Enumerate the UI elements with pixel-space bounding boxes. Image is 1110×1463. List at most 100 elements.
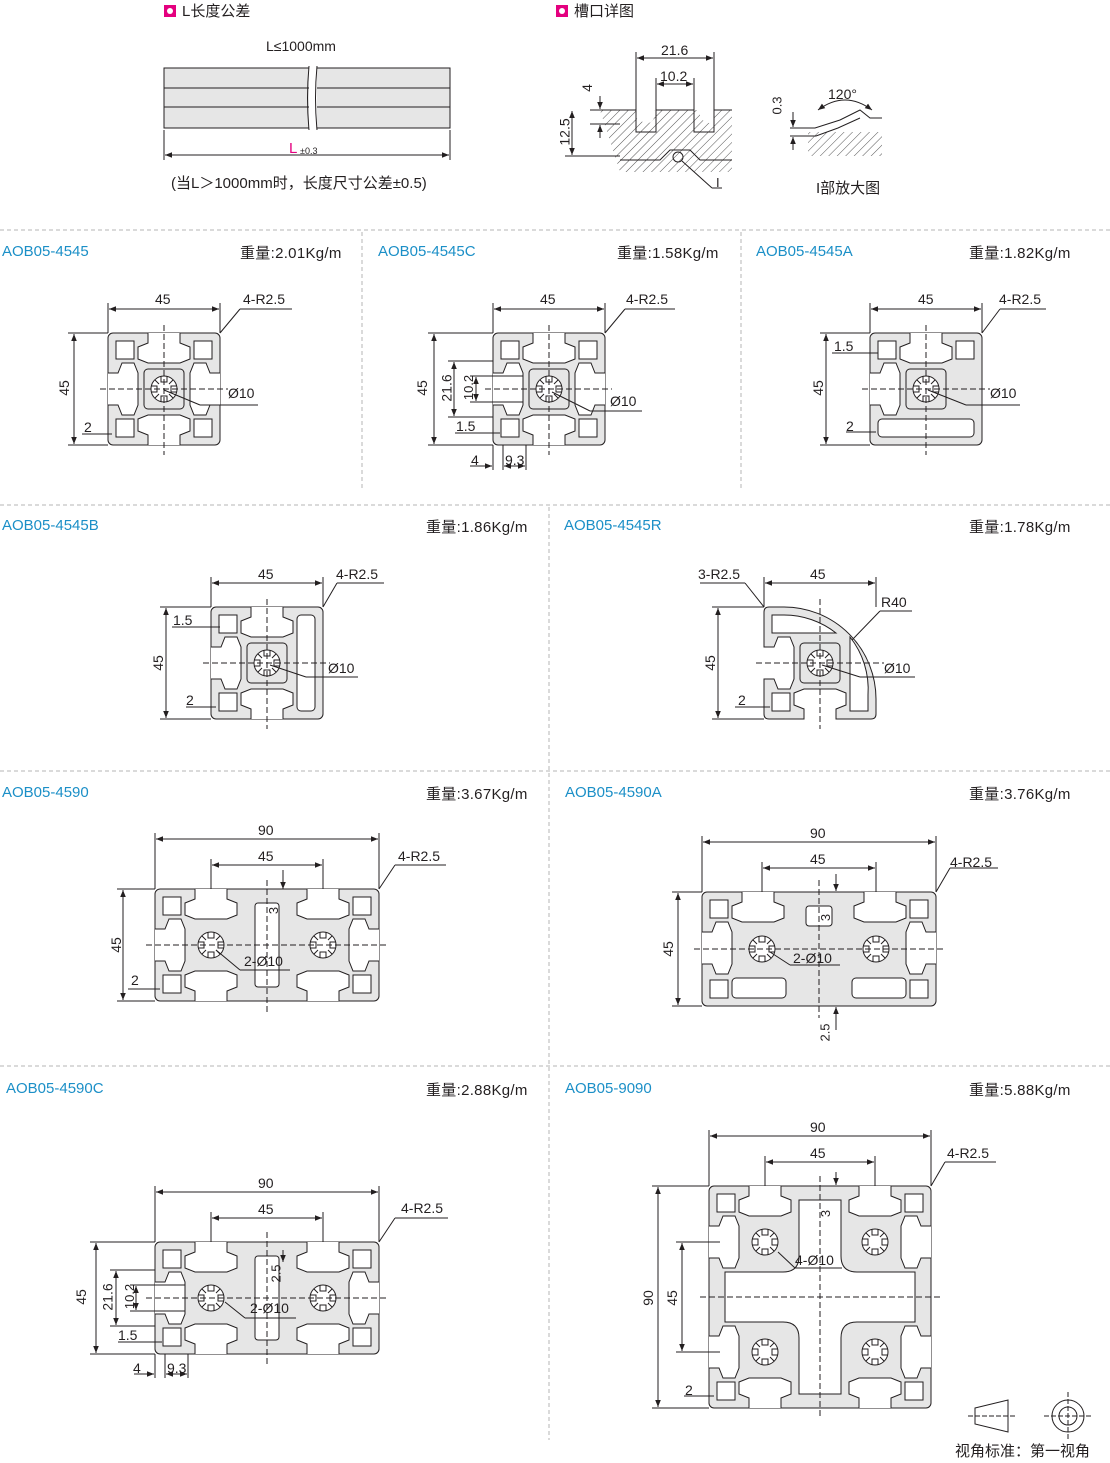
profile-weight: 重量:2.88Kg/m [426,1082,528,1099]
slot-heading-text: 槽口详图 [574,3,635,20]
first-angle-projection-icon [968,1392,1092,1440]
profile-weight: 重量:3.67Kg/m [426,786,528,803]
tolerance-heading-text: L长度公差 [182,3,251,20]
dim-label: 90 [810,825,826,841]
dim-label: 45 [659,941,676,957]
dim-label: 3 [818,1209,834,1218]
dim-label: 1.5 [173,612,193,628]
profile-weight: 重量:5.88Kg/m [969,1082,1071,1099]
dim-label: 2-Ø10 [250,1300,289,1316]
dim-label: 3 [818,913,834,922]
dim-label: 45 [55,380,72,396]
profile-weight: 重量:1.78Kg/m [969,519,1071,536]
dim-label: Ø10 [990,385,1017,401]
profile-weight: 重量:2.01Kg/m [240,245,342,262]
dim-label: 45 [149,655,166,671]
dim-label: Ø10 [610,393,637,409]
profile-title: AOB05-4590A [565,784,662,801]
profile-title: AOB05-4545B [2,517,99,534]
dim-label: 21.6 [99,1283,116,1311]
dim-label: 4-R2.5 [336,566,379,582]
dim-label: 4-R2.5 [950,854,993,870]
dim-label: 2.5 [268,1264,284,1283]
dim-label: 4-R2.5 [947,1145,990,1161]
dim-label: Ø10 [328,660,355,676]
dim-label: 4-R2.5 [398,848,441,864]
dim-label: 2 [186,692,194,708]
dim-label: 45 [258,848,274,864]
profile-weight: 重量:1.82Kg/m [969,245,1071,262]
dim-label: R40 [881,594,907,610]
dim-label: 4-R2.5 [401,1200,444,1216]
dim-label: 2-Ø10 [244,953,283,969]
dim-label: 9.3 [167,1360,187,1376]
slot-width-outer: 21.6 [661,42,689,58]
dim-label: 45 [540,291,556,307]
dim-label: 90 [258,822,274,838]
dim-label: 4 [471,452,479,468]
dim-label: 21.6 [438,374,455,402]
dim-label: Ø10 [228,385,255,401]
dim-label: 3-R2.5 [698,566,741,582]
detail-offset: 0.3 [769,96,785,115]
dim-label: 45 [701,655,718,671]
profile-title: AOB05-4590C [6,1080,104,1097]
slot-depth-top: 4 [578,84,595,92]
dim-label: 2 [685,1382,693,1398]
dim-label: 4-R2.5 [999,291,1042,307]
dim-label: 45 [413,380,430,396]
length-tolerance-bar [163,64,451,160]
dim-label: 3 [266,906,282,915]
dim-label: 45 [107,937,124,953]
dim-label: Ø10 [884,660,911,676]
dim-label: 10.2 [122,1283,138,1310]
profile-title: AOB05-4545C [378,243,476,260]
profile-title: AOB05-9090 [565,1080,652,1097]
length-tolerance-value: ±0.3 [300,146,318,156]
dim-label: 90 [258,1175,274,1191]
profile-weight: 重量:1.58Kg/m [617,245,719,262]
profile-title: AOB05-4545R [564,517,662,534]
dim-label: 45 [809,380,826,396]
dim-label: 45 [258,566,274,582]
tolerance-heading: L长度公差 [164,0,250,21]
profile-weight: 重量:1.86Kg/m [426,519,528,536]
detail-caption: I部放大图 [816,180,881,197]
profile-title: AOB05-4545A [756,243,853,260]
dim-label: 45 [155,291,171,307]
dim-label: 90 [810,1119,826,1135]
detail-angle: 120° [828,86,857,102]
dim-label: 2 [131,972,139,988]
bullet-icon [556,4,568,17]
dim-label: 45 [72,1289,89,1305]
dim-label: 4-R2.5 [626,291,669,307]
dim-label: 45 [918,291,934,307]
dim-label: 1.5 [456,418,476,434]
slot-depth: 12.5 [556,118,573,146]
dim-label: 10.2 [461,374,477,401]
dim-label: 45 [810,1145,826,1161]
dim-label: 45 [663,1290,680,1306]
slot-width-inner: 10.2 [660,68,688,84]
dim-label: 1.5 [118,1327,138,1343]
dim-label: 9.3 [505,452,525,468]
length-symbol: L [289,140,298,157]
profile-title: AOB05-4545 [2,243,89,260]
dim-label: 45 [810,566,826,582]
dim-label: 45 [810,851,826,867]
profile-weight: 重量:3.76Kg/m [969,786,1071,803]
slot-detail-drawing [565,52,882,189]
dim-label: 2-Ø10 [793,950,832,966]
dim-label: 2 [846,418,854,434]
dim-label: 2 [84,419,92,435]
dim-label: 45 [258,1201,274,1217]
dim-label: 1.5 [834,338,854,354]
bullet-icon [164,4,176,17]
dim-label: 2.5 [817,1023,833,1042]
slot-heading: 槽口详图 [556,0,634,21]
profile-title: AOB05-4590 [2,784,89,801]
dim-label: 90 [639,1290,656,1306]
grid-dividers [0,229,1110,1440]
tolerance-note: (当L＞1000mm时，长度尺寸公差±0.5) [171,175,427,192]
